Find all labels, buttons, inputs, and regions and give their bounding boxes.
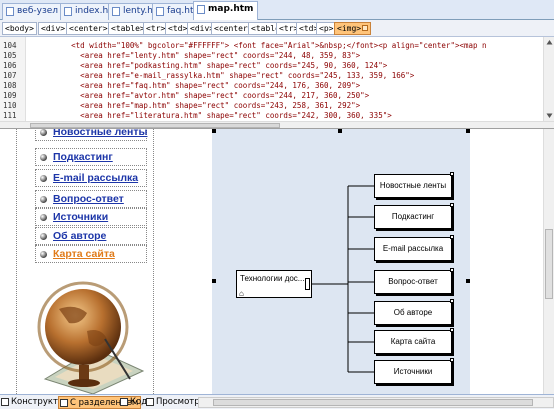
- scroll-thumb[interactable]: [545, 229, 553, 299]
- tag-img[interactable]: <img>: [334, 22, 372, 35]
- website-icon: [6, 7, 14, 16]
- split-icon: [60, 399, 68, 407]
- html-file-icon: [112, 7, 120, 16]
- sitemap-node[interactable]: E-mail рассылка: [374, 235, 454, 261]
- sitemap-node[interactable]: Подкастинг: [374, 203, 454, 229]
- design-horizontal-scrollbar[interactable]: [198, 397, 554, 408]
- view-code-button[interactable]: Код: [119, 396, 149, 409]
- list-item: Об авторе: [35, 227, 147, 245]
- scroll-up-icon[interactable]: [546, 39, 553, 46]
- view-design-button[interactable]: Конструктор: [0, 396, 71, 409]
- code-icon: [120, 398, 128, 406]
- scroll-thumb[interactable]: [30, 123, 280, 128]
- globe-image: [37, 281, 145, 394]
- scroll-thumb[interactable]: [213, 399, 533, 406]
- list-item: Подкастинг: [35, 148, 147, 166]
- collapse-toggle-icon[interactable]: [305, 278, 310, 290]
- list-item: E-mail рассылка: [35, 169, 147, 187]
- line-number: 106: [3, 61, 17, 70]
- code-line[interactable]: <area href="faq.htm" shape="rect" coords…: [26, 81, 361, 90]
- tag-tr[interactable]: <tr>: [276, 22, 302, 35]
- list-item: Источники: [35, 208, 147, 226]
- bullet-icon: [40, 196, 47, 203]
- sitemap-node[interactable]: Источники: [374, 358, 454, 384]
- document-tab-bar: веб-узел index.htm lenty.htm faq.htm map…: [0, 0, 554, 21]
- code-line[interactable]: <area href="podkasting.htm" shape="rect"…: [26, 61, 388, 70]
- line-number-gutter: [0, 37, 26, 121]
- menu-link[interactable]: Карта сайта: [53, 248, 115, 260]
- design-view[interactable]: Новостные ленты Подкастинг E-mail рассыл…: [0, 129, 554, 394]
- resize-handle[interactable]: [338, 129, 342, 133]
- scroll-down-icon[interactable]: [546, 112, 553, 119]
- code-vertical-scrollbar[interactable]: [543, 37, 554, 121]
- bullet-icon: [40, 251, 47, 258]
- preview-icon: [146, 398, 154, 406]
- code-horizontal-scrollbar[interactable]: [0, 121, 554, 128]
- code-line[interactable]: <area href="avtor.htm" shape="rect" coor…: [26, 91, 370, 100]
- list-item: Новостные ленты: [35, 129, 147, 141]
- tag-center[interactable]: <center>: [66, 22, 111, 35]
- code-editor[interactable]: 104 <td width="100%" bgcolor="#FFFFFF"> …: [0, 37, 554, 129]
- design-vertical-scrollbar[interactable]: [543, 129, 554, 394]
- resize-handle[interactable]: [212, 279, 216, 283]
- view-preview-button[interactable]: Просмотр: [145, 396, 202, 409]
- view-mode-bar: Конструктор С разделением Код Просмотр: [0, 394, 554, 409]
- html-file-icon: [197, 5, 205, 14]
- code-line[interactable]: <area href="lenty.htm" shape="rect" coor…: [26, 51, 361, 60]
- list-item: Карта сайта: [35, 245, 147, 263]
- line-number: 111: [3, 111, 17, 120]
- tag-selector-bar: <body> <div> <center> <table> <tr> <td> …: [0, 20, 554, 37]
- navigation-column: Новостные ленты Подкастинг E-mail рассыл…: [16, 129, 154, 394]
- menu-link[interactable]: Новостные ленты: [53, 129, 148, 138]
- bullet-icon: [40, 233, 47, 240]
- menu-link[interactable]: Источники: [53, 211, 109, 223]
- tab-website[interactable]: веб-узел: [2, 3, 64, 20]
- sitemap-node[interactable]: Новостные ленты: [374, 172, 454, 198]
- list-item: Вопрос-ответ: [35, 190, 147, 208]
- sitemap-image-cell[interactable]: Технологии дос... ⌂ Новостные ленты Подк…: [212, 129, 470, 394]
- sitemap-node[interactable]: Об авторе: [374, 299, 454, 325]
- code-line[interactable]: <area href="map.htm" shape="rect" coords…: [26, 101, 361, 110]
- home-icon: ⌂: [239, 289, 244, 298]
- resize-handle[interactable]: [466, 129, 470, 133]
- code-line[interactable]: <area href="literatura.htm" shape="rect"…: [26, 111, 392, 120]
- line-number: 105: [3, 51, 17, 60]
- dropdown-icon: [362, 25, 369, 31]
- sitemap-root-node[interactable]: Технологии дос... ⌂: [236, 270, 312, 298]
- menu-link[interactable]: Об авторе: [53, 230, 107, 242]
- menu-link[interactable]: Вопрос-ответ: [53, 193, 124, 205]
- bullet-icon: [40, 154, 47, 161]
- line-number: 109: [3, 91, 17, 100]
- line-number: 108: [3, 81, 17, 90]
- line-number: 110: [3, 101, 17, 110]
- line-number: 104: [3, 41, 17, 50]
- menu-link[interactable]: E-mail рассылка: [53, 172, 139, 184]
- code-line[interactable]: <td width="100%" bgcolor="#FFFFFF"> <fon…: [26, 41, 487, 50]
- sitemap-node[interactable]: Вопрос-ответ: [374, 268, 454, 294]
- bullet-icon: [40, 175, 47, 182]
- html-file-icon: [64, 7, 72, 16]
- tag-td[interactable]: <td>: [296, 22, 322, 35]
- line-number: 107: [3, 71, 17, 80]
- tag-table[interactable]: <table>: [108, 22, 148, 35]
- bullet-icon: [40, 129, 47, 136]
- bullet-icon: [40, 214, 47, 221]
- code-line[interactable]: <area href="e-mail_rassylka.htm" shape="…: [26, 71, 415, 80]
- tag-div[interactable]: <div>: [38, 22, 69, 35]
- tag-body[interactable]: <body>: [2, 22, 37, 35]
- tab-map[interactable]: map.htm: [193, 1, 259, 21]
- resize-handle[interactable]: [212, 129, 216, 133]
- sitemap-node[interactable]: Карта сайта: [374, 328, 454, 354]
- resize-handle[interactable]: [466, 279, 470, 283]
- design-icon: [1, 398, 9, 406]
- sitemap-connectors: [312, 185, 374, 373]
- menu-link[interactable]: Подкастинг: [53, 151, 113, 163]
- html-file-icon: [156, 7, 164, 16]
